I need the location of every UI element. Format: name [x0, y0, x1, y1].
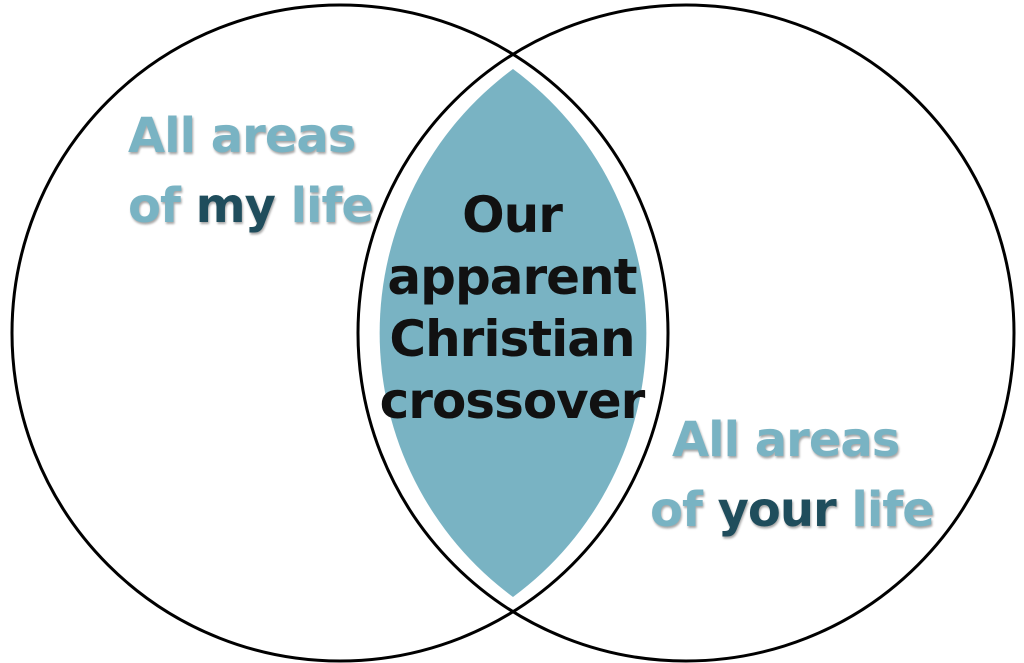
- left-label-prefix: of: [128, 178, 196, 234]
- right-label-prefix: of: [650, 482, 718, 538]
- right-label-suffix: life: [835, 482, 934, 538]
- left-label-emphasis: my: [195, 178, 276, 234]
- right-circle: [356, 3, 1016, 663]
- left-circle-label: All areas of my life: [128, 112, 374, 230]
- left-circle: [10, 3, 670, 663]
- intersection-area: [379, 69, 647, 597]
- left-label-line1: All areas: [128, 108, 356, 164]
- intersection-line-3: Christian: [389, 310, 635, 368]
- intersection-line-1: Our: [462, 186, 563, 244]
- right-circle-label: All areas of your life: [650, 412, 935, 534]
- left-label-line2: of my life: [128, 182, 374, 230]
- intersection-label: Our apparent Christian crossover: [370, 190, 654, 438]
- right-label-emphasis: your: [717, 482, 837, 538]
- intersection-line-4: crossover: [379, 372, 646, 430]
- intersection-line-2: apparent: [387, 248, 637, 306]
- right-label-line1: All areas: [672, 412, 900, 468]
- left-label-suffix: life: [274, 178, 374, 234]
- right-label-line2: of your life: [650, 486, 935, 534]
